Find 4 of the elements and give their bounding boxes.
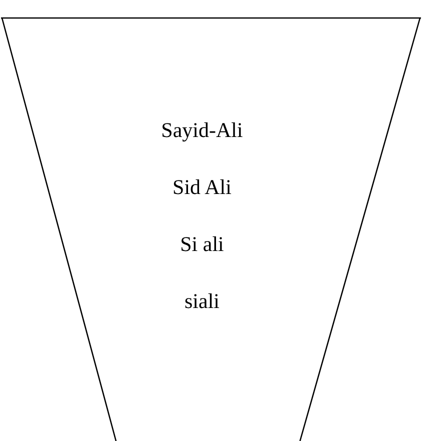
name-text: Si ali bbox=[180, 232, 224, 257]
name-text: Sayid-Ali bbox=[161, 118, 243, 143]
name-text: Sid Ali bbox=[172, 175, 232, 200]
name-text: siali bbox=[184, 289, 220, 314]
